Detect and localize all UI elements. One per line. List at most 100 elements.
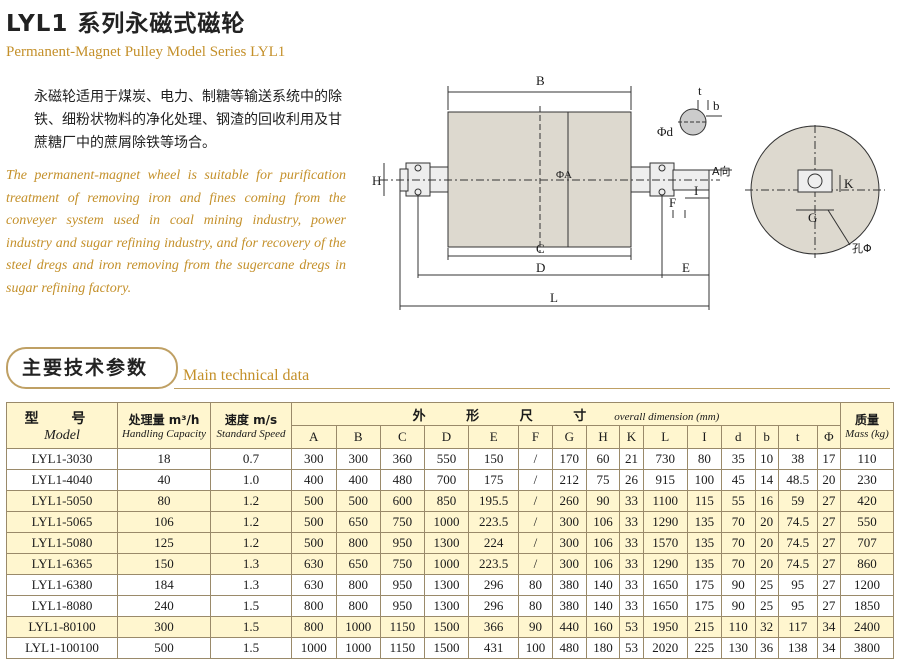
- table-cell: 730: [642, 448, 689, 470]
- table-cell: 175: [687, 574, 722, 596]
- table-cell: 74.5: [777, 553, 818, 575]
- header-capacity: 处理量 m³/h Handling Capacity: [117, 402, 211, 449]
- dim-label-D: D: [536, 260, 545, 275]
- table-cell: 138: [777, 637, 818, 659]
- table-cell: 36: [754, 637, 779, 659]
- table-cell: 215: [687, 616, 722, 638]
- table-cell: LYL1-6365: [6, 553, 118, 575]
- dim-label-L: L: [550, 290, 558, 305]
- table-cell: 420: [840, 490, 894, 512]
- table-cell: 300: [551, 532, 587, 554]
- table-cell: 106: [117, 511, 211, 533]
- table-cell: 380: [551, 595, 587, 617]
- table-cell: 170: [551, 448, 587, 470]
- table-cell: 1300: [423, 574, 470, 596]
- column-header: G: [551, 425, 587, 449]
- table-cell: 180: [585, 637, 621, 659]
- column-header: H: [585, 425, 621, 449]
- table-cell: 75: [585, 469, 621, 491]
- table-cell: 27: [816, 595, 842, 617]
- table-cell: LYL1-8080: [6, 595, 118, 617]
- dim-label-G: G: [808, 210, 817, 225]
- table-cell: 27: [816, 574, 842, 596]
- table-cell: 1150: [380, 616, 425, 638]
- table-cell: 223.5: [468, 553, 520, 575]
- section-title-cn: 主要技术参数: [22, 357, 149, 379]
- table-cell: 21: [619, 448, 644, 470]
- table-cell: 223.5: [468, 511, 520, 533]
- dim-label-I: I: [694, 183, 698, 198]
- table-cell: /: [518, 448, 553, 470]
- table-cell: 35: [720, 448, 756, 470]
- table-cell: 1.3: [210, 553, 292, 575]
- header-speed: 速度 m/s Standard Speed: [210, 402, 292, 449]
- table-cell: 1850: [840, 595, 894, 617]
- table-cell: 800: [335, 532, 381, 554]
- table-cell: LYL1-5080: [6, 532, 118, 554]
- table-cell: 850: [423, 490, 470, 512]
- table-cell: 500: [291, 511, 337, 533]
- dim-label-K: K: [844, 176, 854, 191]
- table-cell: 1290: [642, 553, 689, 575]
- column-header: C: [380, 425, 425, 449]
- table-cell: LYL1-5065: [6, 511, 118, 533]
- table-cell: 240: [117, 595, 211, 617]
- table-cell: 750: [380, 553, 425, 575]
- column-header: d: [720, 425, 756, 449]
- table-cell: 400: [335, 469, 381, 491]
- table-cell: /: [518, 532, 553, 554]
- table-cell: 1650: [642, 595, 689, 617]
- table-cell: 1500: [423, 616, 470, 638]
- table-cell: 135: [687, 532, 722, 554]
- table-cell: 1.2: [210, 532, 292, 554]
- table-cell: 17: [816, 448, 842, 470]
- column-header: K: [619, 425, 644, 449]
- table-cell: 90: [720, 574, 756, 596]
- page-title: LYL1 系列永磁式磁轮: [6, 11, 246, 37]
- table-cell: 950: [380, 532, 425, 554]
- hole-label: 孔Φ: [852, 242, 872, 255]
- table-cell: 380: [551, 574, 587, 596]
- table-cell: 500: [291, 490, 337, 512]
- table-cell: 700: [423, 469, 470, 491]
- table-cell: 20: [754, 532, 779, 554]
- table-cell: 950: [380, 574, 425, 596]
- table-cell: /: [518, 469, 553, 491]
- table-cell: 27: [816, 511, 842, 533]
- technical-drawing: B C D L E F I H ΦA Φd t b A向 G K 孔Φ: [372, 73, 885, 310]
- table-cell: 1500: [423, 637, 470, 659]
- table-cell: 550: [840, 511, 894, 533]
- table-cell: 225: [687, 637, 722, 659]
- table-cell: 1.5: [210, 616, 292, 638]
- table-cell: 1000: [335, 637, 381, 659]
- section-title-en: Main technical data: [183, 367, 310, 384]
- table-cell: 27: [816, 553, 842, 575]
- table-cell: 184: [117, 574, 211, 596]
- table-cell: 34: [816, 637, 842, 659]
- table-cell: 25: [754, 574, 779, 596]
- column-header: F: [518, 425, 553, 449]
- table-cell: 34: [816, 616, 842, 638]
- table-cell: LYL1-5050: [6, 490, 118, 512]
- table-cell: 212: [551, 469, 587, 491]
- table-cell: 80: [687, 448, 722, 470]
- table-cell: 33: [619, 532, 644, 554]
- table-cell: 150: [117, 553, 211, 575]
- table-cell: 1.3: [210, 574, 292, 596]
- table-cell: 25: [754, 595, 779, 617]
- table-cell: 750: [380, 511, 425, 533]
- table-cell: 400: [291, 469, 337, 491]
- table-cell: 480: [551, 637, 587, 659]
- table-cell: 90: [518, 616, 553, 638]
- table-cell: 27: [816, 532, 842, 554]
- dim-label-b: b: [713, 98, 720, 113]
- table-cell: 300: [335, 448, 381, 470]
- table-cell: 55: [720, 490, 756, 512]
- table-cell: 18: [117, 448, 211, 470]
- table-cell: 95: [777, 574, 818, 596]
